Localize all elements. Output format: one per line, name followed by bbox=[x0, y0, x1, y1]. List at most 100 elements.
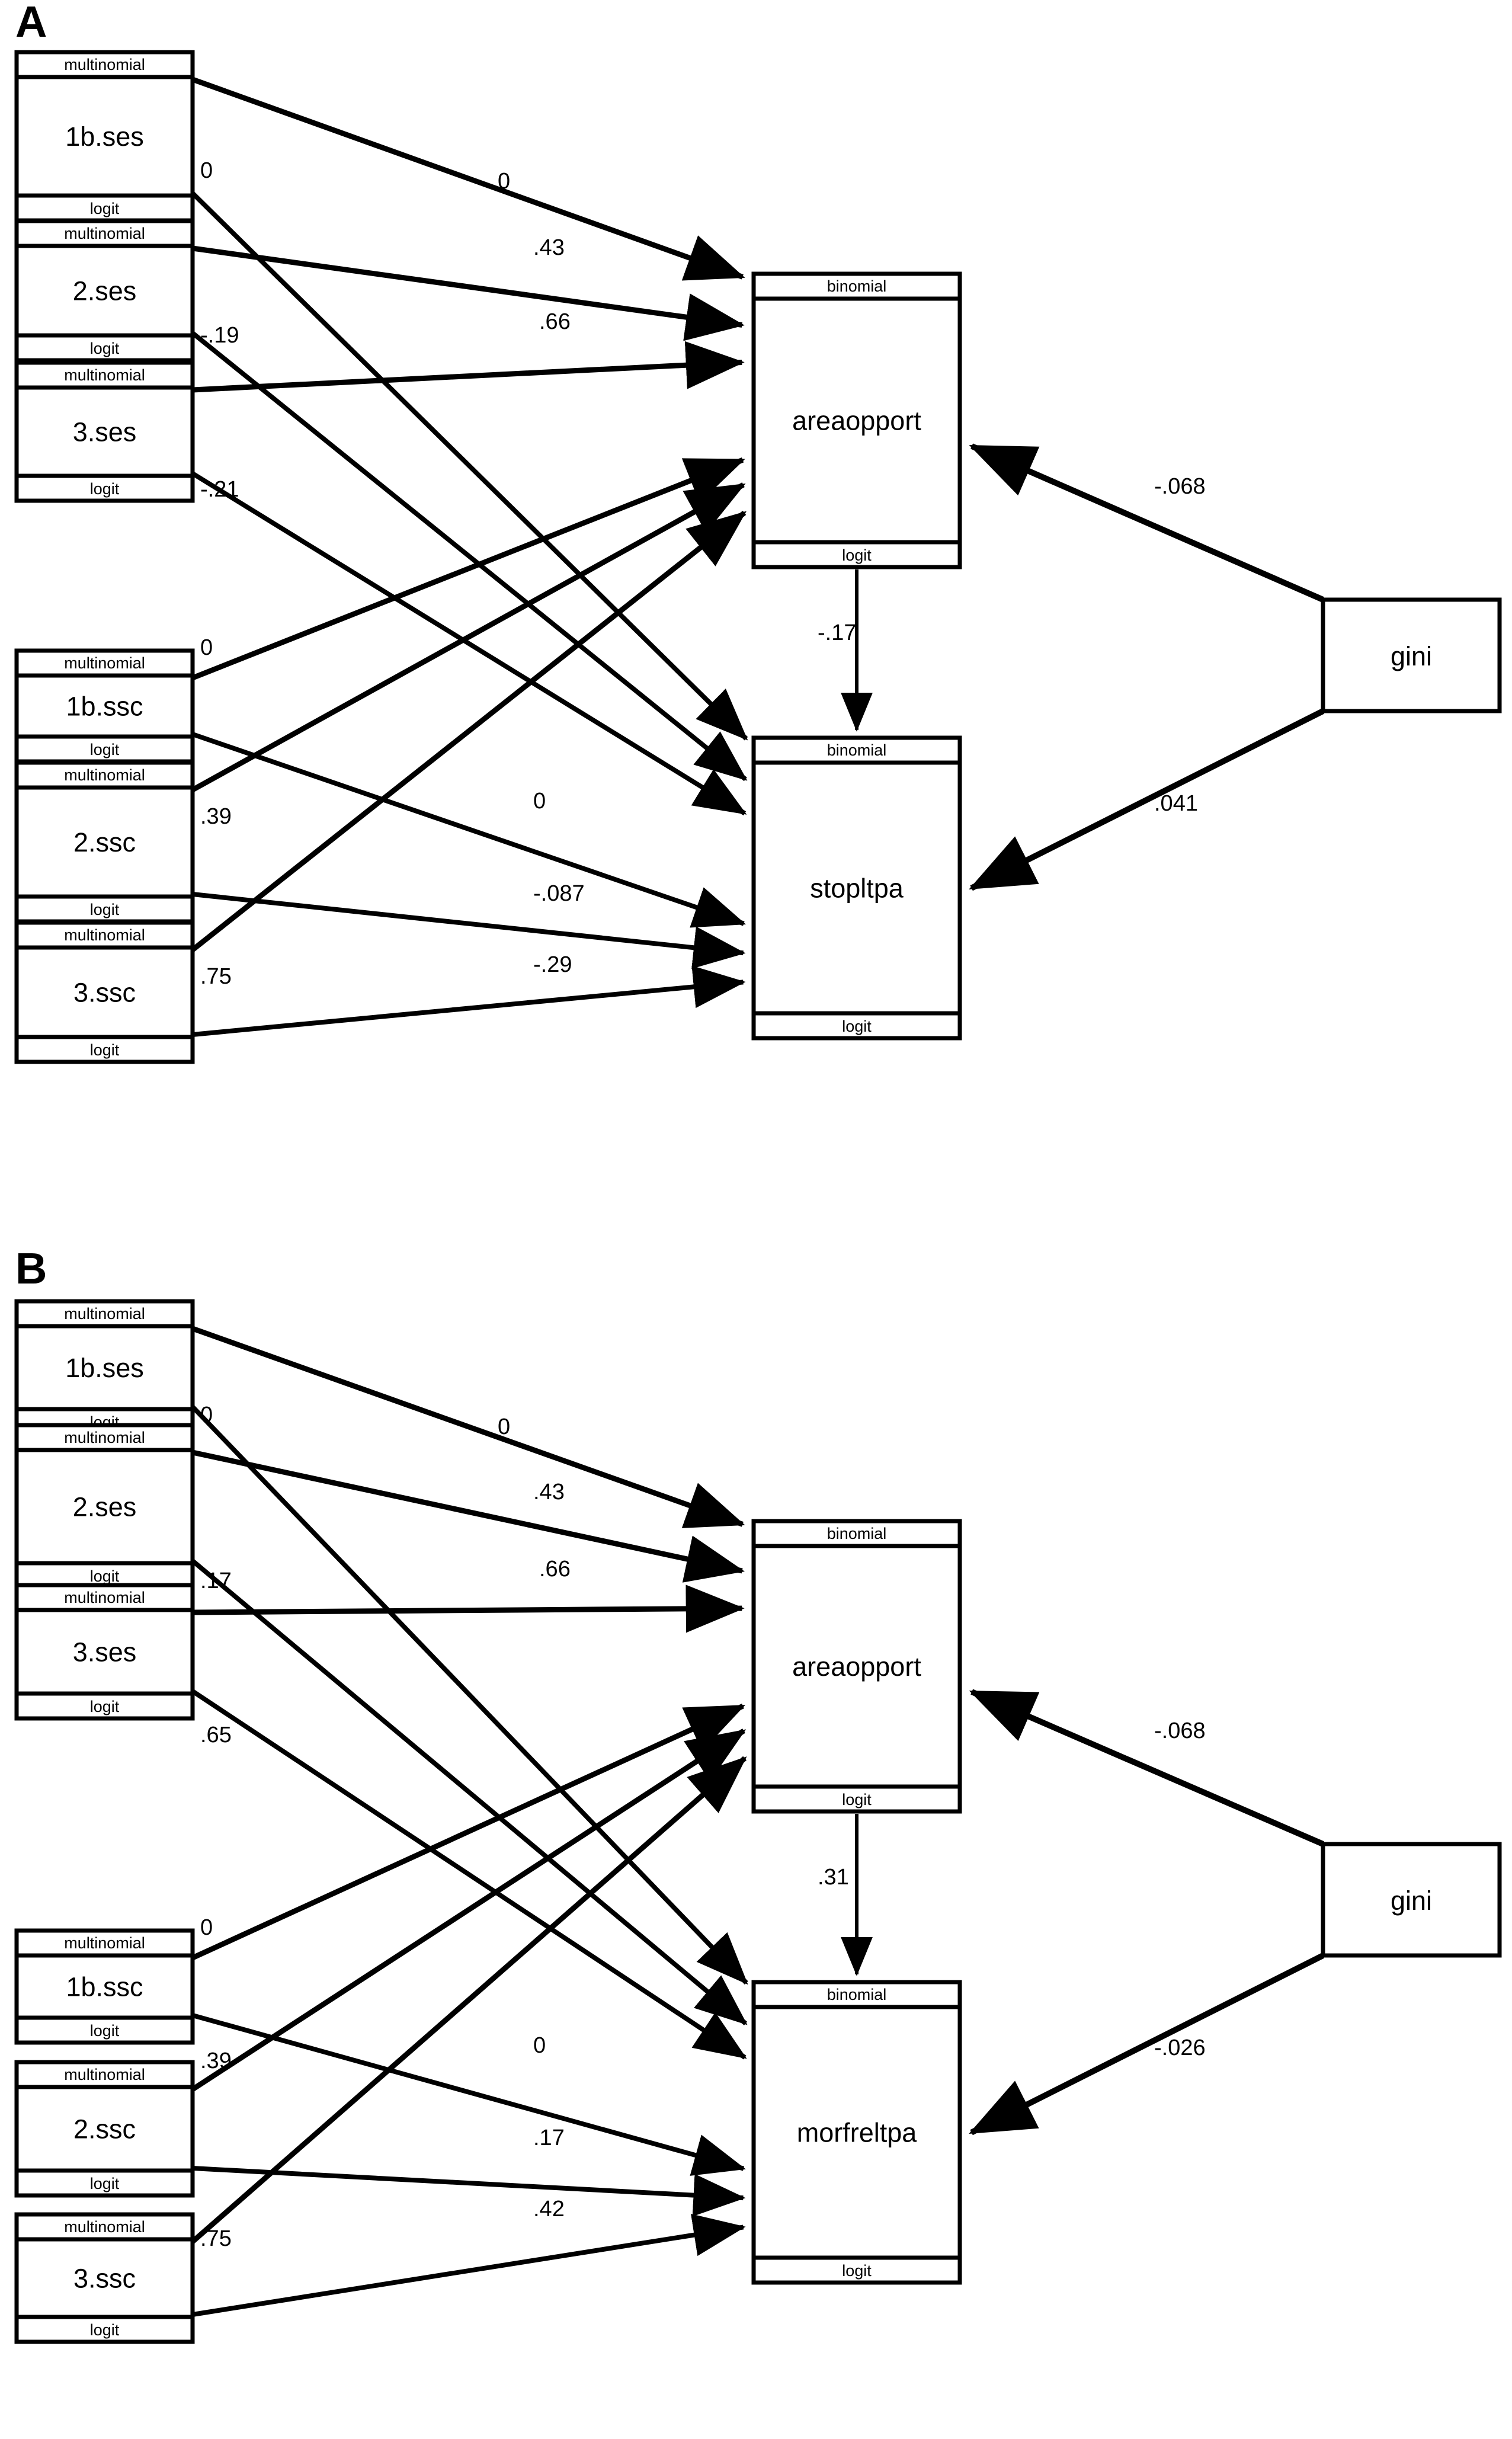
panel-a-edge-gini-to-areaopport bbox=[969, 443, 1325, 603]
panel-a-predictor-2-ssc-distribution-label: multinomial bbox=[64, 766, 145, 784]
panel-a-coef-ses3-stopltpa: -.21 bbox=[200, 477, 239, 502]
panel-b-coef-ses2-morfreltpa: .17 bbox=[200, 1569, 232, 1593]
panel-b-exogenous-gini: gini bbox=[1321, 1842, 1502, 1958]
panel-a-outcome-areaopport-link-label: logit bbox=[842, 546, 872, 564]
panel-b-outcome-areaopport: binomial areaopport logit bbox=[751, 1519, 962, 1814]
panel-b-edge-ssc2-to-morfreltpa bbox=[192, 2166, 746, 2217]
panel-a-coef-ses2-areaopport: .43 bbox=[533, 235, 565, 260]
panel-b-coef-areaopport-morfreltpa: .31 bbox=[818, 1865, 849, 1890]
panel-a-edge-ssc1-to-areaopport bbox=[191, 457, 745, 681]
panel-b-predictor-2-ses-distribution-label: multinomial bbox=[64, 1429, 145, 1446]
panel-a-predictor-1b-ssc-name-label: 1b.ssc bbox=[66, 692, 143, 722]
panel-a-coef-gini-stopltpa: .041 bbox=[1154, 791, 1198, 816]
panel-a-outcome-areaopport-name-label: areaopport bbox=[792, 406, 921, 436]
panel-a-outcome-areaopport: binomial areaopport logit bbox=[751, 271, 962, 569]
panel-a-predictor-3-ses-name-label: 3.ses bbox=[73, 417, 137, 447]
panel-b-edge-ses3-to-morfreltpa bbox=[191, 1689, 747, 2060]
panel-b-predictor-2-ssc-distribution-label: multinomial bbox=[64, 2066, 145, 2083]
panel-b-outcome-areaopport-link-label: logit bbox=[842, 1791, 872, 1809]
panel-a-outcome-areaopport-distribution-label: binomial bbox=[827, 277, 887, 295]
panel-b-predictor-3-ses-frame bbox=[14, 1583, 195, 1721]
panel-b-predictor-2-ssc-name-label: 2.ssc bbox=[73, 2114, 136, 2144]
panel-b-edge-ssc3-to-morfreltpa bbox=[192, 2214, 746, 2317]
panel-b-predictor-1b-ssc-frame bbox=[14, 1928, 195, 2045]
panel-b-coef-ses2-areaopport: .43 bbox=[533, 1480, 565, 1505]
panel-b-coef-ses1-areaopport: 0 bbox=[498, 1414, 510, 1439]
panel-a-edge-ses2-to-stopltpa bbox=[191, 331, 748, 782]
panel-b-predictor-3-ssc-link-label: logit bbox=[90, 2321, 120, 2339]
panel-b-outcome-areaopport-distribution-label: binomial bbox=[827, 1525, 887, 1542]
panel-b-edge-ses2-to-morfreltpa bbox=[191, 1558, 748, 2025]
panel-a-edge-ssc2-to-areaopport bbox=[191, 482, 746, 792]
panel-b-outcome-morfreltpa-frame bbox=[751, 1980, 962, 2285]
panel-a-predictor-1b-ses-distribution-label: multinomial bbox=[64, 56, 145, 73]
panel-b-coef-ssc3-areaopport: .75 bbox=[200, 2226, 232, 2251]
panel-b-coef-ssc2-morfreltpa: .17 bbox=[533, 2126, 565, 2150]
panel-b-edge-ssc2-to-areaopport bbox=[191, 1729, 747, 2092]
panel-a-edge-ses1-to-stopltpa bbox=[191, 191, 748, 741]
panel-a-edge-ssc3-to-areaopport bbox=[191, 510, 747, 952]
panel-a-edge-gini-to-stopltpa bbox=[969, 708, 1325, 891]
panel-b-exogenous-gini-name-label: gini bbox=[1391, 1886, 1432, 1916]
panel-b-edge-gini-to-areaopport bbox=[969, 1689, 1324, 1847]
panel-b-outcome-morfreltpa-link-label: logit bbox=[842, 2262, 872, 2280]
panel-b-edge-ssc1-to-areaopport bbox=[191, 1703, 746, 1961]
panel-b-outcome-areaopport-frame bbox=[751, 1519, 962, 1814]
panel-b-predictor-3-ssc-frame bbox=[14, 2212, 195, 2344]
panel-b-outcome-areaopport-name-label: areaopport bbox=[792, 1651, 921, 1682]
panel-a-coef-ses1-stopltpa: 0 bbox=[200, 158, 213, 183]
panel-a-coef-ssc1-areaopport: 0 bbox=[200, 635, 213, 660]
panel-b-predictor-2-ses-link-label: logit bbox=[90, 1567, 120, 1585]
panel-a-predictor-1b-ses-frame bbox=[14, 50, 195, 223]
panel-b-letter: B bbox=[15, 1244, 47, 1293]
panel-b-edge-ssc3-to-areaopport bbox=[191, 1756, 747, 2244]
panel-b-coef-gini-areaopport: -.068 bbox=[1154, 1718, 1206, 1743]
panel-a-predictor-1b-ssc-distribution-label: multinomial bbox=[64, 654, 145, 672]
panel-b-coef-ses3-morfreltpa: .65 bbox=[200, 1723, 232, 1747]
panel-b-edge-ses3-to-areaopport bbox=[192, 1585, 745, 1633]
panel-b-predictor-2-ssc-link-label: logit bbox=[90, 2175, 120, 2192]
panel-a-predictor-1b-ses-link-label: logit bbox=[90, 200, 120, 217]
panel-b-predictor-2-ssc: multinomial 2.ssc logit bbox=[14, 2060, 195, 2198]
panel-a-predictor-2-ssc-name-label: 2.ssc bbox=[73, 827, 136, 857]
panel-b-edge-ses1-to-areaopport bbox=[191, 1326, 745, 1528]
panel-b-predictor-1b-ses-frame bbox=[14, 1299, 195, 1436]
panel-b-predictor-2-ses-name-label: 2.ses bbox=[73, 1492, 137, 1522]
panel-a-outcome-stopltpa-frame bbox=[751, 735, 962, 1041]
panel-a-edge-ssc2-to-stopltpa bbox=[192, 892, 746, 969]
panel-b-coef-gini-morfreltpa: -.026 bbox=[1154, 2035, 1206, 2060]
panel-b-coef-ssc1-morfreltpa: 0 bbox=[533, 2033, 546, 2058]
panel-a-coef-ssc3-areaopport: .75 bbox=[200, 964, 232, 989]
panel-b-outcome-morfreltpa-distribution-label: binomial bbox=[827, 1986, 887, 2003]
panel-a-coef-ssc1-stopltpa: 0 bbox=[533, 789, 546, 814]
panel-a-edge-ses1-to-areaopport bbox=[191, 76, 745, 281]
panel-a-exogenous-gini-frame bbox=[1321, 597, 1502, 713]
panel-b-predictor-1b-ssc-name-label: 1b.ssc bbox=[66, 1972, 143, 2002]
panel-b-exogenous-gini-frame bbox=[1321, 1842, 1502, 1958]
panel-a-coef-ses2-stopltpa: -.19 bbox=[200, 323, 239, 348]
panel-a-coef-ssc2-areaopport: .39 bbox=[200, 804, 232, 829]
panel-b-predictor-3-ssc-name-label: 3.ssc bbox=[73, 2264, 136, 2294]
panel-a-outcome-areaopport-frame bbox=[751, 271, 962, 569]
panel-a-exogenous-gini-name-label: gini bbox=[1391, 641, 1432, 671]
panel-a-letter: A bbox=[15, 0, 47, 46]
panel-a-coef-ses3-areaopport: .66 bbox=[539, 309, 571, 334]
panel-b-edge-ses2-to-areaopport bbox=[192, 1449, 745, 1583]
panel-a-predictor-2-ses-name-label: 2.ses bbox=[73, 276, 137, 306]
panel-b-predictor-2-ses: multinomial 2.ses logit bbox=[14, 1423, 195, 1590]
panel-a-predictor-3-ssc-distribution-label: multinomial bbox=[64, 926, 145, 944]
panel-b-edge-ses1-to-morfreltpa bbox=[191, 1405, 748, 1985]
